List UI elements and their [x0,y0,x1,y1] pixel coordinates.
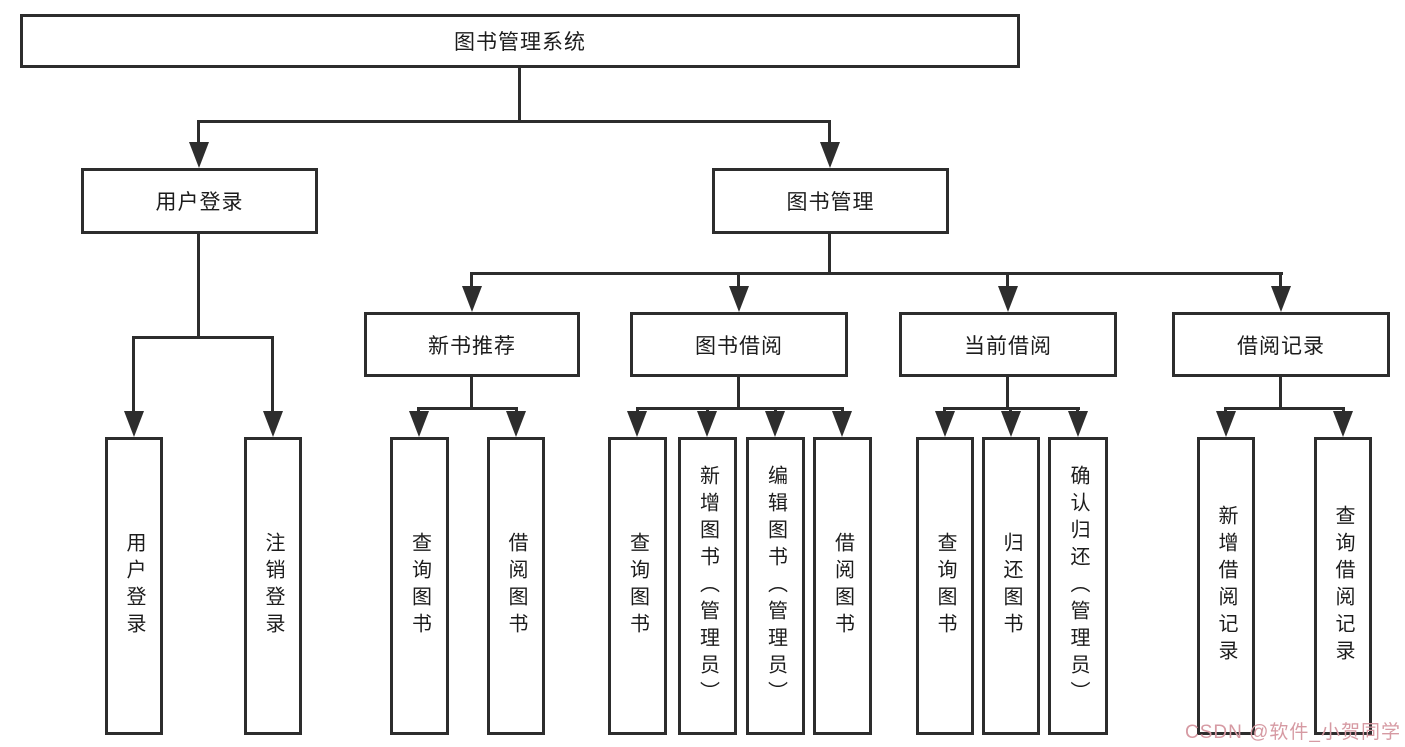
connector-user-login-stem [197,234,200,336]
arrow-down-icon [506,411,526,437]
arrow-down-icon [263,411,283,437]
leaf-label: 确认归还（管理员） [1067,464,1089,708]
node-label: 图书管理系统 [454,31,586,54]
node-user-login: 用户登录 [81,168,318,234]
leaf-query-borrow-record: 查询借阅记录 [1314,437,1372,735]
connector-shaft [1006,272,1009,290]
arrow-down-icon [1216,411,1236,437]
connector-root-split [197,120,831,123]
csdn-watermark: CSDN @软件_小贺同学 [1185,722,1401,743]
node-book-management: 图书管理 [712,168,949,234]
leaf-add-books-admin: 新增图书（管理员） [678,437,737,735]
connector-root-stem [518,68,521,120]
node-label: 用户登录 [155,191,244,214]
leaf-confirm-return-admin: 确认归还（管理员） [1048,437,1108,735]
leaf-logout-login: 注销登录 [244,437,302,735]
node-current-borrowing: 当前借阅 [899,312,1117,377]
node-label: 当前借阅 [964,334,1052,358]
connector-borrowing-stem [737,377,740,407]
arrow-down-icon [1001,411,1021,437]
connector-shaft [828,120,831,146]
leaf-borrowing-borrow-books: 借阅图书 [813,437,872,735]
connector-shaft [271,336,274,415]
leaf-label: 新增借阅记录 [1215,505,1237,667]
arrow-down-icon [832,411,852,437]
connector-shaft [197,120,200,146]
leaf-label: 查询借阅记录 [1332,505,1354,667]
leaf-add-borrow-record: 新增借阅记录 [1197,437,1255,735]
leaf-label: 查询图书 [408,532,431,640]
node-label: 图书管理 [786,191,875,214]
node-label: 借阅记录 [1237,334,1325,358]
leaf-label: 借阅图书 [831,532,854,640]
connector-borrowing-split [636,407,843,410]
arrow-down-icon [998,286,1018,312]
arrow-down-icon [462,286,482,312]
arrow-down-icon [1333,411,1353,437]
connector-shaft [1279,272,1282,290]
node-new-book-recommend: 新书推荐 [364,312,580,377]
leaf-label: 借阅图书 [505,532,527,640]
node-borrow-records: 借阅记录 [1172,312,1390,377]
leaf-borrowing-query-books: 查询图书 [608,437,667,735]
leaf-label: 编辑图书（管理员） [764,464,787,708]
arrow-down-icon [729,286,749,312]
arrow-down-icon [765,411,785,437]
connector-records-split [1224,407,1345,410]
arrow-down-icon [820,142,840,168]
connector-shaft [737,272,740,290]
connector-shaft [132,336,135,415]
connector-book-mgmt-stem [828,234,831,272]
leaf-label: 查询图书 [934,532,956,640]
connector-recommend-split [417,407,518,410]
arrow-down-icon [409,411,429,437]
arrow-down-icon [935,411,955,437]
leaf-current-query-books: 查询图书 [916,437,974,735]
arrow-down-icon [1068,411,1088,437]
leaf-recommend-query-books: 查询图书 [390,437,449,735]
leaf-label: 用户登录 [123,532,145,640]
leaf-recommend-borrow-books: 借阅图书 [487,437,545,735]
connector-user-login-split [132,336,274,339]
arrow-down-icon [697,411,717,437]
node-book-borrowing: 图书借阅 [630,312,848,377]
connector-records-stem [1279,377,1282,407]
node-label: 图书借阅 [695,334,783,358]
leaf-return-books: 归还图书 [982,437,1040,735]
leaf-label: 查询图书 [626,532,649,640]
leaf-label: 归还图书 [1000,532,1022,640]
connector-shaft [470,272,473,290]
arrow-down-icon [627,411,647,437]
arrow-down-icon [1271,286,1291,312]
leaf-edit-books-admin: 编辑图书（管理员） [746,437,805,735]
leaf-label: 注销登录 [262,532,284,640]
node-label: 新书推荐 [428,334,516,358]
arrow-down-icon [124,411,144,437]
arrow-down-icon [189,142,209,168]
connector-book-mgmt-split [470,272,1283,275]
leaf-user-login: 用户登录 [105,437,163,735]
connector-current-stem [1006,377,1009,407]
leaf-label: 新增图书（管理员） [696,464,719,708]
node-library-system: 图书管理系统 [20,14,1020,68]
connector-recommend-stem [470,377,473,407]
